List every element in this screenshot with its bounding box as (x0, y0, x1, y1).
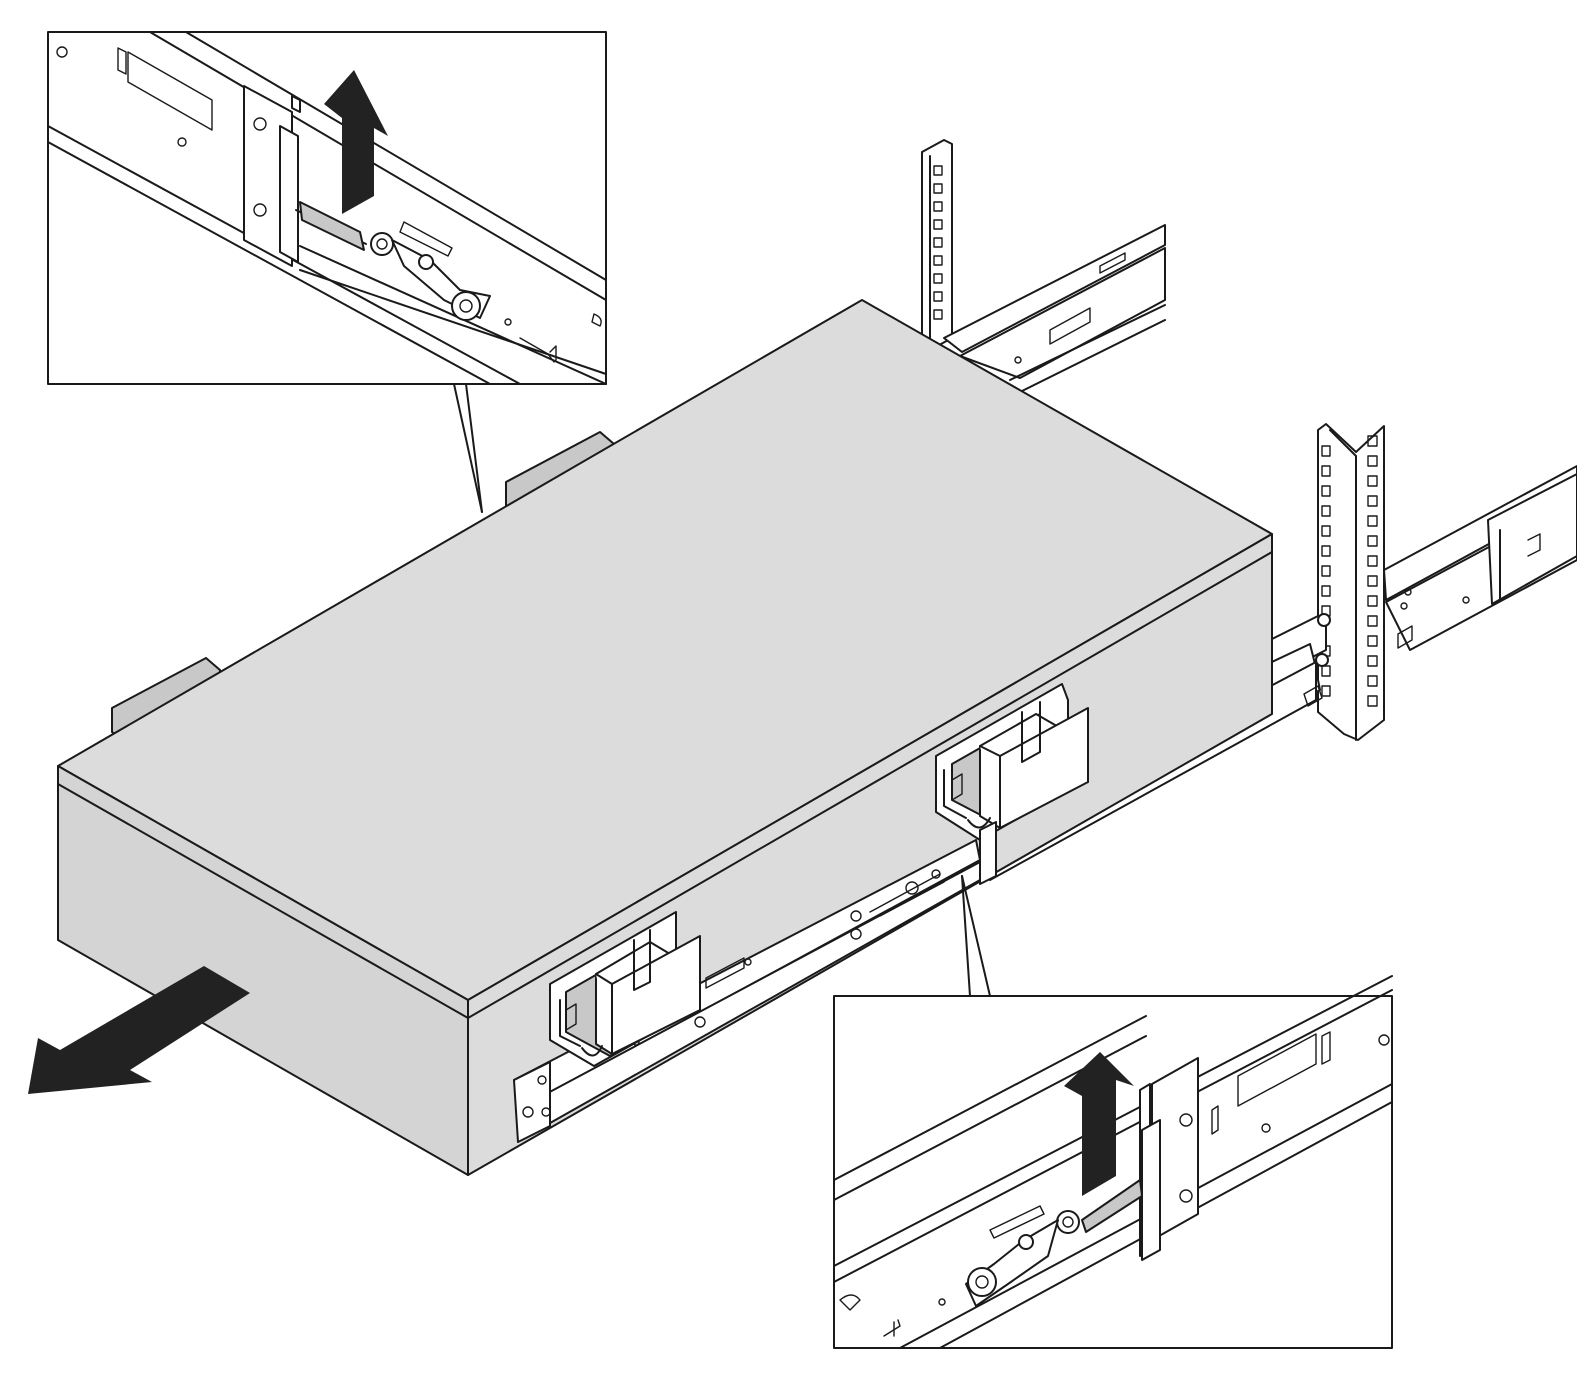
lift-up-arrow-icon (1064, 1052, 1134, 1196)
pull-out-arrow-icon (28, 966, 250, 1094)
detail-callout-lower (833, 875, 1393, 1349)
front-slide-rail-outer (1383, 465, 1577, 651)
detail-rail-upper (47, 31, 607, 385)
rear-slide-rail (943, 224, 1166, 393)
detail-callout-upper (47, 31, 607, 513)
rear-rack-post-left (921, 139, 953, 351)
lift-up-arrow-icon (324, 70, 388, 214)
front-handle-right (935, 683, 1089, 885)
front-rack-post-right (1317, 423, 1385, 741)
front-handle-left (549, 911, 701, 1067)
